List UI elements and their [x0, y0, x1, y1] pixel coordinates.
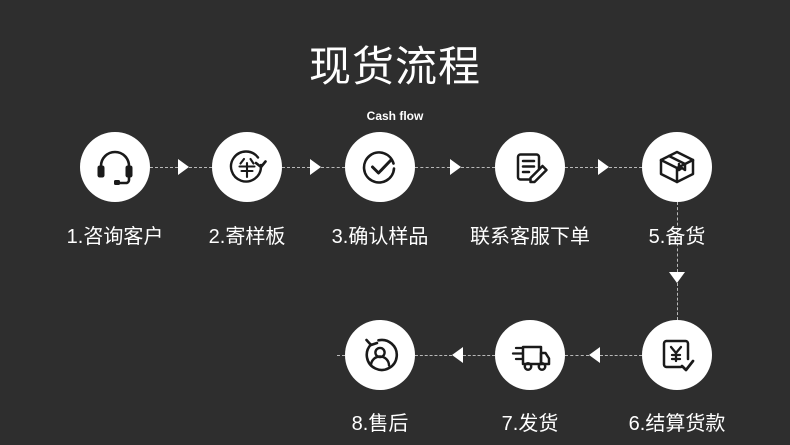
node-disc [80, 132, 150, 202]
flow-node-step-5[interactable] [642, 132, 712, 202]
check-circle-icon [358, 145, 402, 189]
headset-icon [93, 145, 137, 189]
step-label-4: 联系客服下单 [470, 226, 590, 248]
connector-arrow-5-6 [669, 272, 685, 283]
connector-line-6-7b [565, 355, 589, 356]
connector-line-5-6a [677, 202, 678, 272]
step-label-2: 2.寄样板 [208, 226, 286, 248]
step-label-6: 6.结算货款 [628, 413, 726, 435]
connector-arrow-1-2 [178, 159, 189, 175]
connector-arrow-6-7 [589, 347, 600, 363]
flow-node-step-4[interactable] [495, 132, 565, 202]
connector-line-4-5a [565, 167, 598, 168]
connector-line-7-8b [415, 355, 452, 356]
flow-node-step-8[interactable] [345, 320, 415, 390]
step-label-5: 5.备货 [648, 226, 706, 248]
flow-node-step-6[interactable] [642, 320, 712, 390]
after-sales-icon [358, 333, 402, 377]
connector-line-1-2a [150, 167, 178, 168]
flow-node-step-7[interactable] [495, 320, 565, 390]
node-disc [345, 320, 415, 390]
connector-line-2-3b [321, 167, 345, 168]
connector-line-1-2b [189, 167, 212, 168]
step-label-1: 1.咨询客户 [66, 226, 164, 248]
connector-arrow-4-5 [598, 159, 609, 175]
connector-line-5-6b [677, 283, 678, 320]
connector-line-6-7a [600, 355, 642, 356]
step-label-7: 7.发货 [501, 413, 559, 435]
flow-node-step-2[interactable] [212, 132, 282, 202]
step-label-3: 3.确认样品 [331, 226, 429, 248]
connector-arrow-7-8 [452, 347, 463, 363]
connector-line-2-3a [282, 167, 310, 168]
document-edit-icon [508, 145, 552, 189]
connector-line-8-out [337, 355, 345, 356]
connector-line-3-4b [461, 167, 495, 168]
node-disc [345, 132, 415, 202]
flow-node-step-1[interactable] [80, 132, 150, 202]
sample-refresh-icon [225, 145, 269, 189]
connector-arrow-2-3 [310, 159, 321, 175]
delivery-truck-icon [508, 333, 552, 377]
step-label-8: 8.售后 [351, 413, 409, 435]
page-title: 现货流程 [308, 43, 481, 90]
connector-line-7-8a [463, 355, 495, 356]
invoice-yuan-icon [655, 333, 699, 377]
package-box-icon [655, 145, 699, 189]
connector-arrow-3-4 [450, 159, 461, 175]
node-disc [495, 320, 565, 390]
connector-line-3-4a [415, 167, 450, 168]
flow-node-step-3[interactable] [345, 132, 415, 202]
page-subtitle: Cash flow [366, 109, 424, 123]
connector-line-4-5b [609, 167, 642, 168]
